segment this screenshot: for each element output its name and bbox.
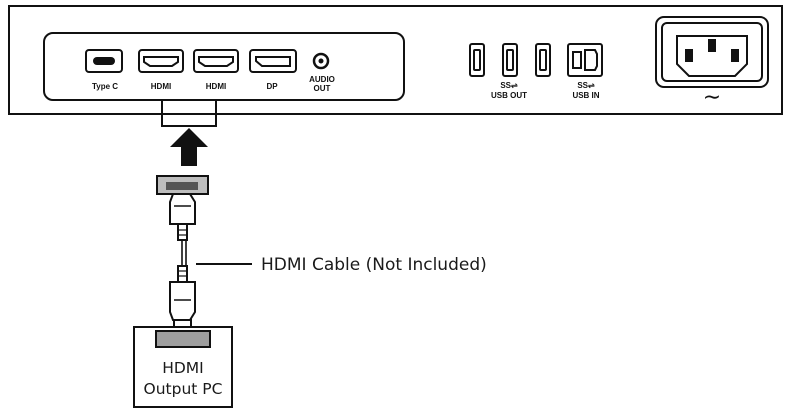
- audio-jack-icon: [312, 52, 330, 70]
- ac-symbol: ∼: [703, 85, 721, 110]
- usb-in-symbol: SS⇌: [577, 81, 595, 90]
- displayport-icon: [249, 49, 297, 73]
- hdmi-port-2-icon: [193, 49, 239, 73]
- usb-in-port-icon: [567, 43, 603, 77]
- dp-label: DP: [266, 82, 278, 91]
- usb-out-ports-icon: [469, 43, 551, 77]
- usb-out-symbol: SS⇌: [500, 81, 518, 90]
- hdmi-port-1-label: HDMI: [151, 82, 171, 91]
- audio-out-label-line1: AUDIO: [309, 75, 335, 84]
- audio-out-label-line2: OUT: [314, 84, 331, 93]
- pc-box-label-line1: HDMI: [162, 359, 204, 377]
- hdmi-connector-bottom: [169, 265, 196, 333]
- pc-hdmi-socket: [155, 330, 211, 348]
- type-c-port-icon: [85, 49, 123, 73]
- cable-label: HDMI Cable (Not Included): [261, 255, 487, 275]
- usb-out-label: USB OUT: [491, 91, 527, 100]
- port-cluster-frame: [43, 32, 405, 101]
- hdmi-connector-top: [156, 175, 209, 241]
- monitor-back-panel: [8, 5, 783, 115]
- type-c-label: Type C: [92, 82, 118, 91]
- hdmi-ports-bracket: [161, 101, 217, 127]
- pc-box-label-line2: Output PC: [144, 380, 223, 398]
- hdmi-port-2-label: HDMI: [206, 82, 226, 91]
- usb-in-label: USB IN: [572, 91, 599, 100]
- hdmi-cable-line: [181, 240, 187, 266]
- hdmi-port-1-icon: [138, 49, 184, 73]
- upward-arrow-icon: [170, 128, 208, 166]
- ac-power-inlet-icon: [655, 16, 769, 88]
